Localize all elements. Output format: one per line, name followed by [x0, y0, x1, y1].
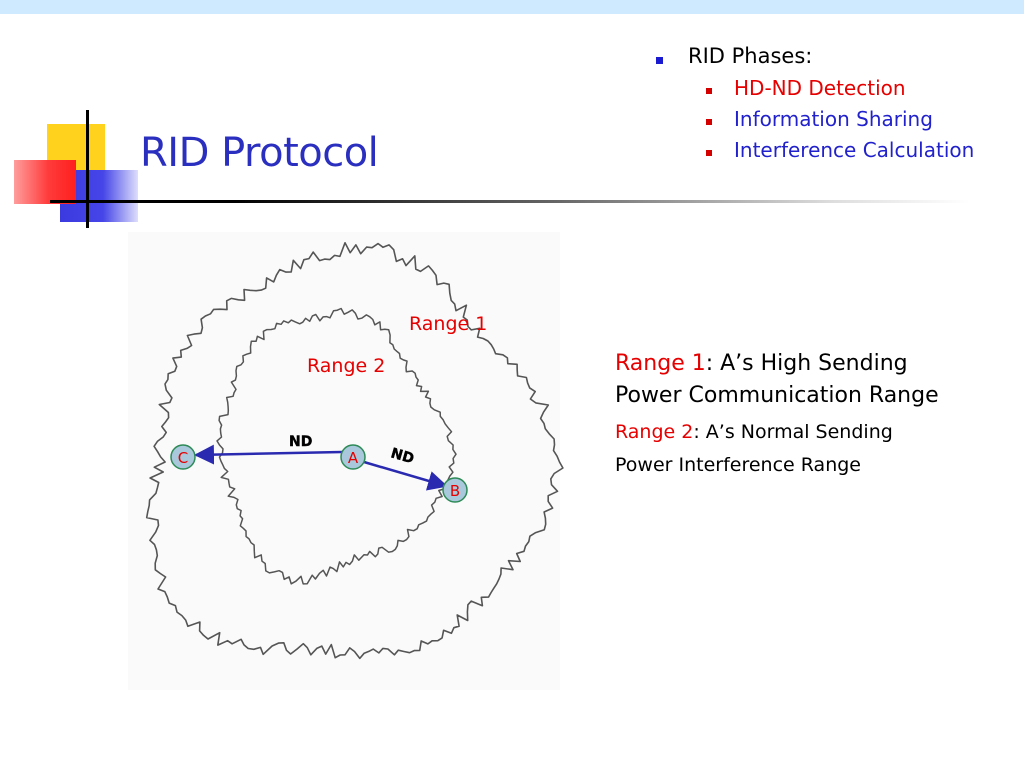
node-b: B: [442, 477, 468, 503]
logo-vertical-line: [86, 110, 89, 228]
link-a-to-c: [194, 444, 343, 465]
nd-label-ab: ND: [389, 445, 416, 467]
logo-red-square: [14, 160, 76, 204]
range-2-label: Range 2: [307, 355, 385, 377]
bullet-square-icon: [706, 88, 712, 94]
range-1-desc-line1: : A’s High Sending: [705, 351, 908, 376]
link-a-to-b: [363, 460, 448, 491]
range-1-desc-line2: Power Communication Range: [615, 383, 939, 408]
bullet-square-icon: [706, 150, 712, 156]
phases-heading: RID Phases:: [688, 44, 813, 68]
nd-label-ac: ND: [289, 434, 312, 450]
node-c-label: C: [178, 449, 188, 467]
range-2-desc-line2: Power Interference Range: [615, 454, 861, 476]
top-band: [0, 0, 1024, 14]
phases-list: RID Phases: HD-ND Detection Information …: [652, 44, 974, 169]
range-2-boundary: [216, 307, 457, 585]
node-a: A: [340, 444, 366, 470]
phases-heading-item: RID Phases:: [652, 44, 974, 76]
phase-label: HD-ND Detection: [734, 76, 906, 100]
node-a-label: A: [348, 449, 359, 467]
phase-label: Interference Calculation: [734, 138, 975, 162]
phase-item: Information Sharing: [652, 107, 974, 138]
phase-label: Information Sharing: [734, 107, 933, 131]
node-c: C: [170, 444, 196, 470]
range-2-desc-line1: : A’s Normal Sending: [693, 421, 893, 443]
node-b-label: B: [450, 482, 460, 500]
phase-item: HD-ND Detection: [652, 76, 974, 107]
range-1-label: Range 1: [409, 313, 487, 335]
range-2-term: Range 2: [615, 421, 694, 443]
range-1-boundary: [145, 242, 564, 660]
range-1-term: Range 1: [615, 351, 706, 376]
bullet-square-icon: [706, 119, 712, 125]
title-underline: [50, 200, 970, 203]
phase-item: Interference Calculation: [652, 138, 974, 169]
slide-title: RID Protocol: [140, 130, 379, 176]
bullet-square-icon: [656, 57, 663, 64]
